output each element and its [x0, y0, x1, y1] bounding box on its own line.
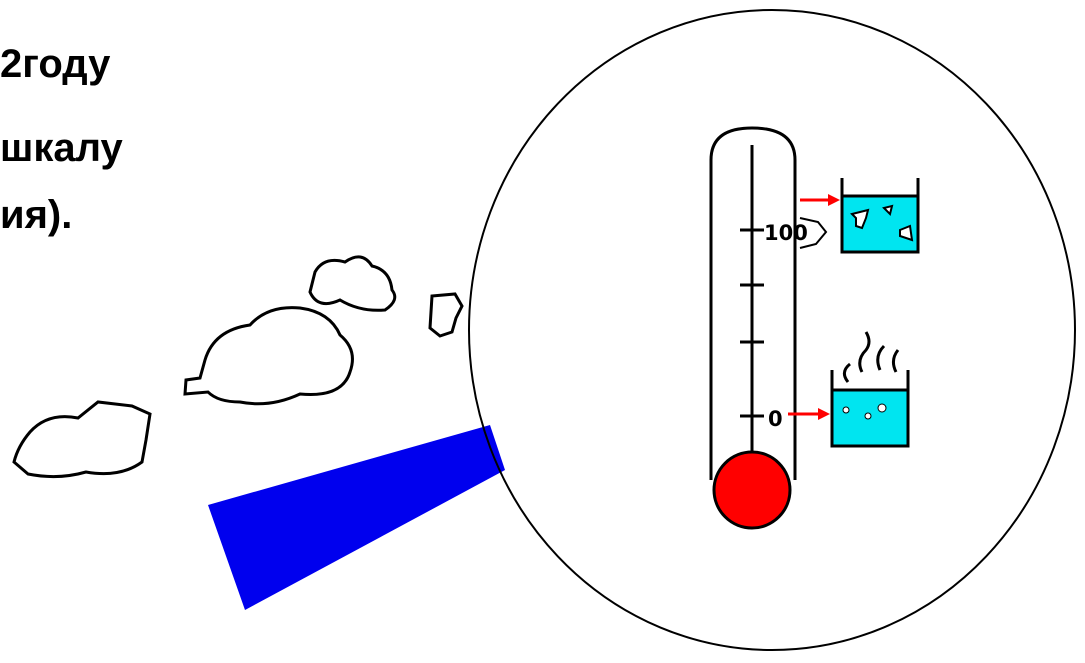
beaker-steam [832, 332, 908, 446]
thermometer: 100 0 [711, 128, 826, 528]
arrow-lower-head [818, 408, 830, 420]
cloud-small-icon [430, 294, 462, 336]
boiling-water [842, 196, 918, 252]
cloud-large-icon [185, 308, 352, 404]
steam-icon [844, 332, 898, 382]
cloud-top-icon [310, 257, 395, 310]
arrow-upper-head [828, 194, 840, 206]
bubble-icon [878, 404, 886, 412]
tick-label-0: 0 [768, 407, 783, 431]
tick-label-100: 100 [764, 221, 808, 245]
beaker-boiling [842, 178, 918, 252]
blue-beam [208, 425, 505, 610]
bubble-icon [843, 407, 849, 413]
thermometer-bulb [714, 452, 790, 528]
bubble-icon [865, 413, 871, 419]
cloud-left-icon [14, 402, 150, 477]
